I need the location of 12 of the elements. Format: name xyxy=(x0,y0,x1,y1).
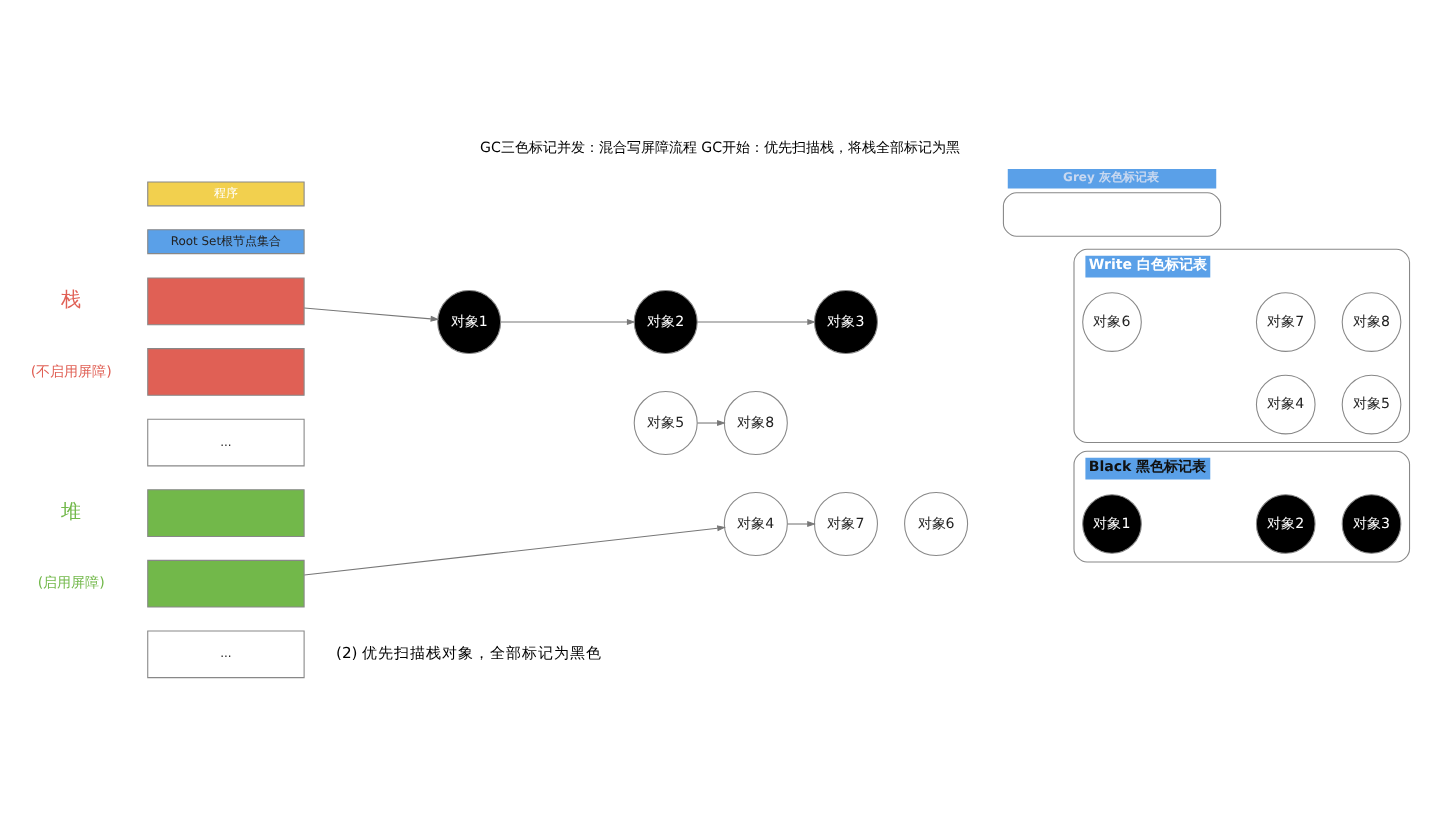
node-box xyxy=(147,277,305,326)
arrow xyxy=(500,319,636,326)
arrow xyxy=(303,307,440,322)
node-box xyxy=(147,559,305,608)
arrow xyxy=(696,319,816,326)
node-box xyxy=(147,348,305,396)
label: 堆 xyxy=(61,501,82,524)
arrow xyxy=(303,525,726,576)
arrow xyxy=(787,520,816,528)
label: 栈 xyxy=(61,290,82,313)
node-box xyxy=(147,489,305,538)
arrow xyxy=(697,419,726,427)
